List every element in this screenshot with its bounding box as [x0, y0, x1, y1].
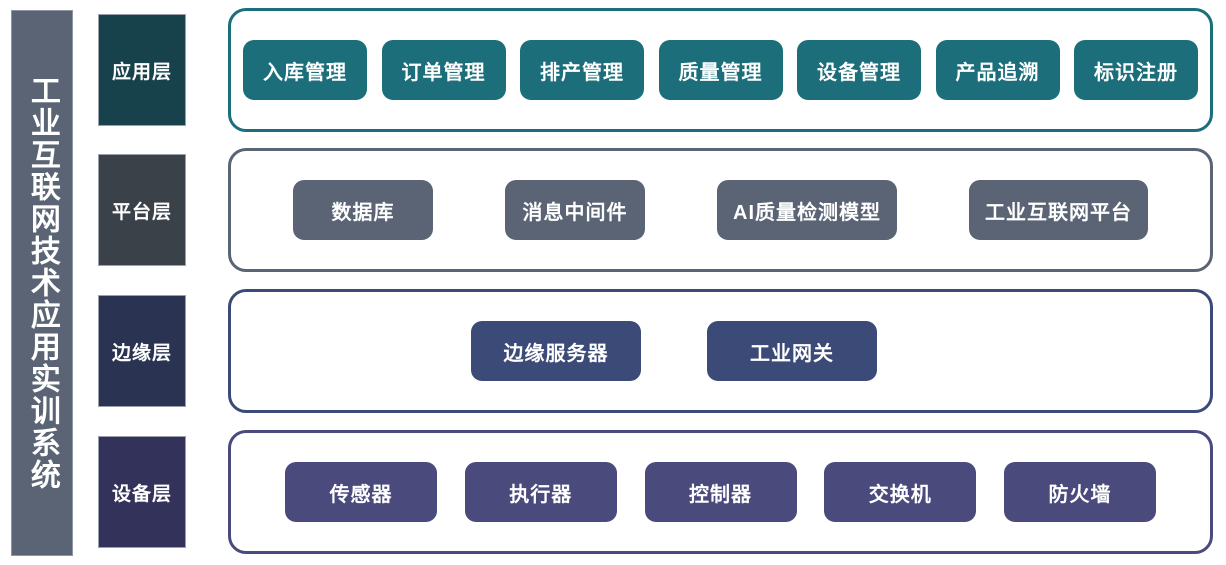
- layer-items-platform: 数据库 消息中间件 AI质量检测模型 工业互联网平台: [231, 180, 1210, 240]
- layer-label-platform: 平台层: [98, 154, 186, 266]
- layer-item-industrial-gateway[interactable]: 工业网关: [707, 321, 877, 381]
- layer-item-identifier-registration[interactable]: 标识注册: [1074, 40, 1198, 100]
- layer-items-device: 传感器 执行器 控制器 交换机 防火墙: [231, 462, 1210, 522]
- layer-item-industrial-internet-platform[interactable]: 工业互联网平台: [969, 180, 1148, 240]
- layer-container-edge: 边缘服务器 工业网关: [228, 289, 1213, 413]
- layer-item-equipment-management[interactable]: 设备管理: [797, 40, 921, 100]
- layer-label-application: 应用层: [98, 14, 186, 126]
- layer-items-application: 入库管理 订单管理 排产管理 质量管理 设备管理 产品追溯 标识注册: [231, 40, 1210, 100]
- layer-item-product-traceability[interactable]: 产品追溯: [935, 40, 1060, 100]
- layer-item-controller[interactable]: 控制器: [644, 462, 797, 522]
- layer-item-database[interactable]: 数据库: [293, 180, 433, 240]
- system-title-text: 工业互联网技术应用实训系统: [25, 75, 59, 491]
- layer-item-sensor[interactable]: 传感器: [285, 462, 437, 522]
- layer-item-order-management[interactable]: 订单管理: [381, 40, 506, 100]
- layer-item-firewall[interactable]: 防火墙: [1004, 462, 1156, 522]
- layer-item-ai-quality-model[interactable]: AI质量检测模型: [717, 180, 897, 240]
- system-title-bar: 工业互联网技术应用实训系统: [11, 10, 73, 556]
- layer-container-application: 入库管理 订单管理 排产管理 质量管理 设备管理 产品追溯 标识注册: [228, 8, 1213, 132]
- layer-item-quality-management[interactable]: 质量管理: [658, 40, 783, 100]
- layer-item-message-middleware[interactable]: 消息中间件: [505, 180, 645, 240]
- layer-container-device: 传感器 执行器 控制器 交换机 防火墙: [228, 430, 1213, 554]
- layer-item-actuator[interactable]: 执行器: [464, 462, 617, 522]
- layer-item-inbound-management[interactable]: 入库管理: [243, 40, 367, 100]
- layer-container-platform: 数据库 消息中间件 AI质量检测模型 工业互联网平台: [228, 148, 1213, 272]
- layer-items-edge: 边缘服务器 工业网关: [231, 321, 1210, 381]
- layer-item-edge-server[interactable]: 边缘服务器: [471, 321, 641, 381]
- layer-label-device: 设备层: [98, 436, 186, 548]
- layer-label-edge: 边缘层: [98, 295, 186, 407]
- layer-item-production-schedule[interactable]: 排产管理: [520, 40, 644, 100]
- layer-item-switch[interactable]: 交换机: [824, 462, 977, 522]
